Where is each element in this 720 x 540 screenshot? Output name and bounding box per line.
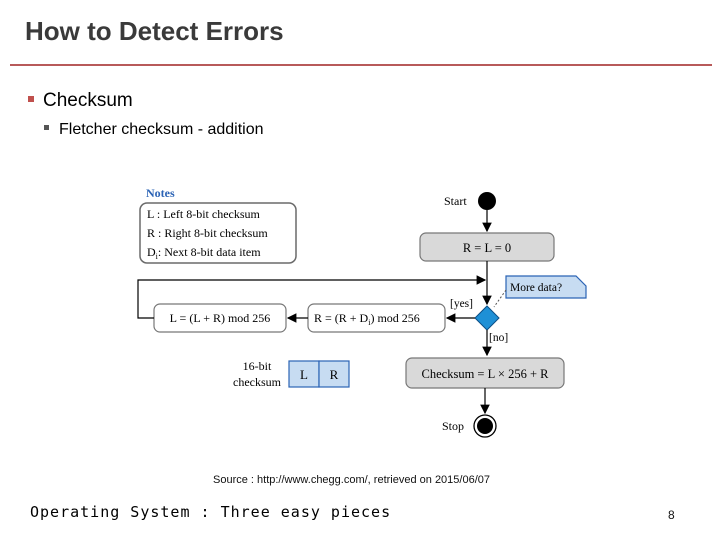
bullet-checksum-text: Checksum [43,90,133,111]
source-citation: Source : http://www.chegg.com/, retrieve… [213,474,490,486]
more-data-text: More data? [510,282,562,294]
init-action-text: R = L = 0 [463,241,511,255]
checksum-formula-text: Checksum = L × 256 + R [422,367,550,381]
fletcher-activity-diagram: Notes L : Left 8-bit checksum R : Right … [137,186,587,438]
bullet-checksum: Checksum [28,90,133,112]
stop-label: Stop [442,419,464,433]
no-guard: [no] [489,332,508,344]
checksum-label-line2: checksum [233,375,282,389]
more-data-note [505,275,587,299]
more-data-connector [493,289,507,308]
yes-guard: [yes] [450,298,473,310]
checksum-cell-r-text: R [330,367,339,382]
update-l-text: L = (L + R) mod 256 [170,311,271,325]
note-left: L : Left 8-bit checksum [147,207,261,221]
bullet-fletcher-text: Fletcher checksum - addition [59,121,264,138]
slide-title: How to Detect Errors [25,16,284,46]
start-node [478,192,496,210]
update-r-text: R = (R + Di) mod 256 [314,311,420,327]
stop-node [477,418,493,434]
note-data-item: Di:Next 8-bit data item [147,245,261,261]
footer-course-title: Operating System : Three easy pieces [30,503,392,521]
page-number: 8 [668,508,675,522]
start-label: Start [444,194,467,208]
note-right: R : Right 8-bit checksum [147,226,268,240]
sub-bullet-square-icon [44,125,49,131]
notes-box [139,202,297,264]
edge-loop-back [137,275,487,319]
decision-diamond [474,305,500,331]
notes-title: Notes [146,186,175,200]
bullet-fletcher: Fletcher checksum - addition [44,121,264,139]
checksum-cell-l [288,360,320,388]
title-divider [10,64,712,66]
checksum-cell-r [318,360,350,388]
checksum-cell-l-text: L [300,367,308,382]
checksum-label-line1: 16-bit [243,359,272,373]
bullet-square-icon [28,95,34,102]
